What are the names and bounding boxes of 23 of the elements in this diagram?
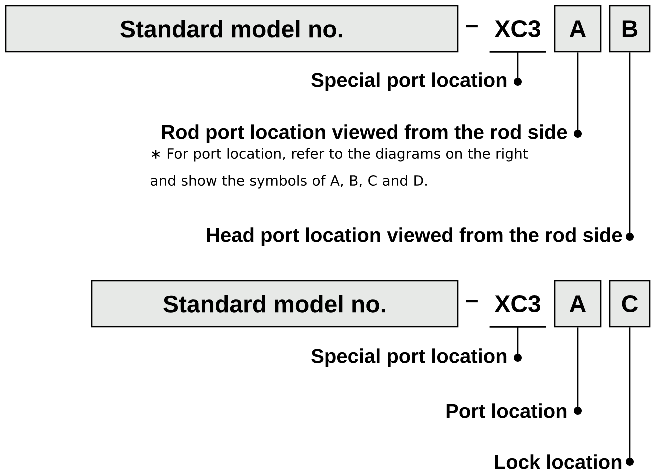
leader-line bbox=[626, 52, 634, 241]
code-box: A bbox=[554, 280, 602, 328]
leader-label: Port location bbox=[446, 404, 567, 418]
code-box: Standard model no. bbox=[91, 280, 459, 328]
leader-line bbox=[514, 327, 522, 362]
leader-label: Special port location bbox=[312, 72, 507, 92]
code-box: Standard model no. bbox=[5, 5, 459, 53]
underlined-code: XC3 bbox=[490, 20, 546, 53]
footnote-text: ∗ For port location, refer to the diagrams on the right and show the symbols of A, B, C and D. bbox=[151, 148, 528, 189]
leader-line bbox=[514, 52, 522, 86]
leader-label: Rod port location viewed from the rod side bbox=[162, 124, 568, 144]
leader-label: Lock location bbox=[495, 454, 622, 470]
leader-line bbox=[626, 328, 634, 466]
dash-sign: – bbox=[466, 25, 478, 28]
leader-label: Head port location viewed from the rod side bbox=[207, 228, 622, 246]
leader-line bbox=[574, 52, 582, 138]
underlined-code: XC3 bbox=[490, 296, 546, 328]
code-box: C bbox=[609, 280, 651, 328]
code-box: B bbox=[609, 5, 651, 53]
code-box: A bbox=[554, 5, 602, 53]
leader-label: Special port location bbox=[312, 348, 507, 368]
dash-sign: – bbox=[466, 300, 478, 303]
leader-line bbox=[574, 328, 582, 415]
